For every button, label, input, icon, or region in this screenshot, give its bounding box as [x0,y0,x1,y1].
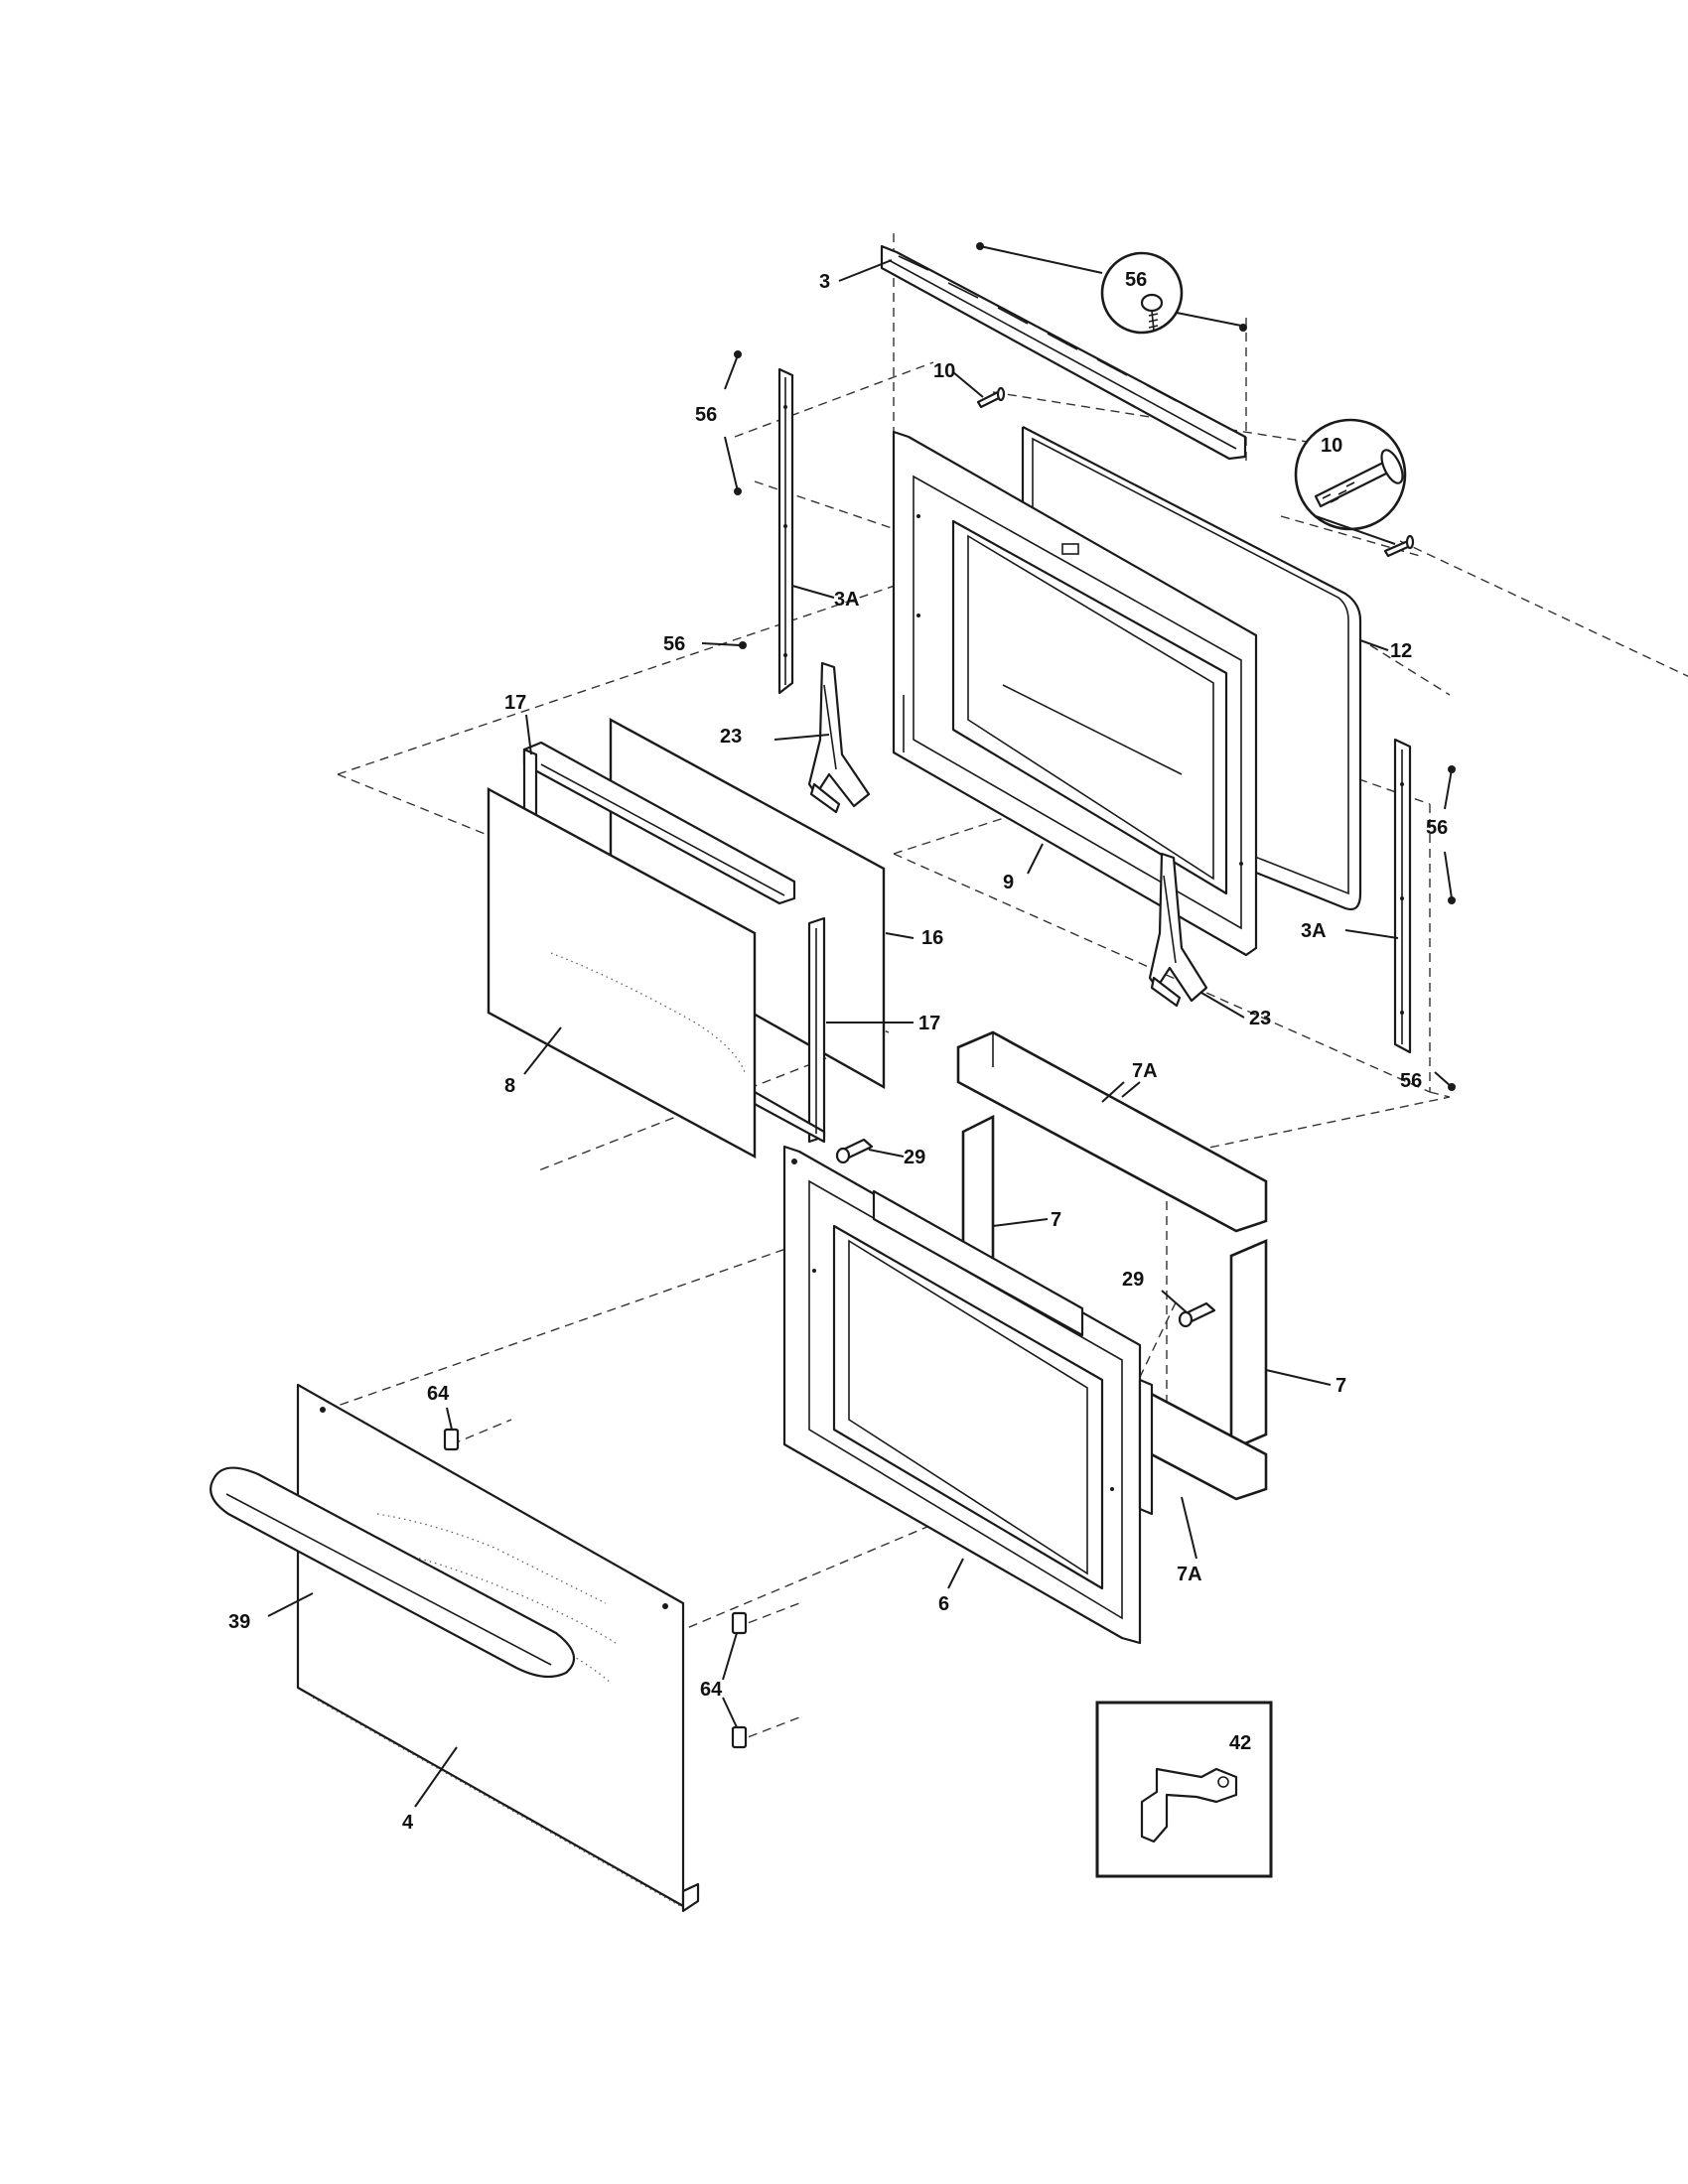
callout-7-right: 7 [1336,1375,1346,1397]
callout-16: 16 [921,927,943,949]
callout-7A-top: 7A [1132,1060,1158,1082]
callout-6: 6 [938,1593,949,1615]
callout-23-left: 23 [720,726,742,748]
part-3A-left-side-trim [777,367,794,695]
part-23-hinge-right [1148,852,1208,1008]
callout-8: 8 [504,1075,515,1097]
part-7A-insulation-top [956,1030,1268,1233]
part-29-bumper-left [835,1138,874,1164]
callout-9: 9 [1003,872,1014,893]
callout-4: 4 [402,1812,414,1834]
callout-56-right: 56 [1426,817,1448,839]
part-8-outer-glass [487,786,757,1160]
part-10-bolt-detail [1294,418,1407,531]
callout-3A-left: 3A [834,589,860,611]
callout-64-bottom: 64 [700,1679,723,1701]
callout-3A-right: 3A [1301,920,1327,942]
part-56-screw-detail [1100,251,1184,335]
part-64-clip-middle [731,1611,748,1635]
part-42-detail-box [1095,1701,1273,1878]
callout-23-right: 23 [1249,1008,1271,1029]
callout-56-detail: 56 [1125,269,1147,291]
part-3-top-trim [880,244,1247,461]
part-64-clip-bottom [731,1725,748,1749]
callout-29-left: 29 [904,1147,925,1168]
callout-29-right: 29 [1122,1269,1144,1291]
part-39-door-handle [210,1466,576,1679]
part-23-hinge-left [807,661,871,814]
callout-56-bottom: 56 [1400,1070,1422,1092]
callout-10-top: 10 [933,360,955,382]
callout-17-top: 17 [504,692,526,714]
part-29-bumper-right [1178,1301,1216,1328]
callout-12: 12 [1390,640,1412,662]
callout-10-detail: 10 [1321,435,1342,457]
part-7-insulation-right [1229,1239,1268,1451]
callout-labels: 3 56 10 56 10 3A 56 12 17 23 56 9 3A 16 … [228,269,1448,1834]
callout-56-left: 56 [695,404,717,426]
part-9-inner-door-frame [892,430,1258,957]
callout-39: 39 [228,1611,250,1633]
callout-7-left: 7 [1051,1209,1061,1231]
callout-7A-bottom: 7A [1177,1564,1202,1585]
part-3A-right-side-trim [1393,738,1412,1054]
callout-17-bottom: 17 [918,1013,940,1034]
leader-lines [267,245,1453,1808]
callout-42: 42 [1229,1732,1251,1754]
part-6-door-liner [782,1145,1154,1645]
callout-3: 3 [819,271,830,293]
part-64-clip-top [443,1428,460,1451]
callout-56-mid: 56 [663,633,685,655]
callout-64-top: 64 [427,1383,450,1405]
part-17-glass-frame-bottom [753,916,826,1144]
